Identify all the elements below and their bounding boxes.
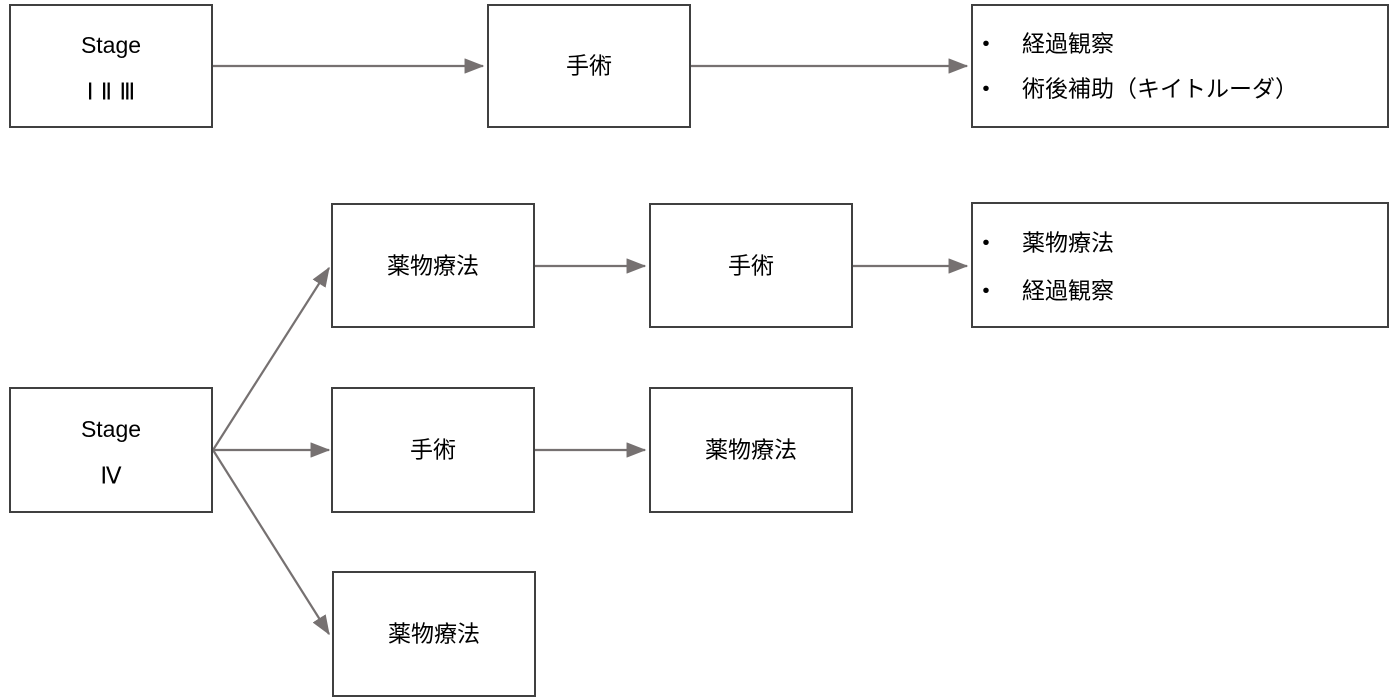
node-surgery-branch-b-label: 手術 — [410, 438, 456, 464]
bullet-icon: • — [980, 233, 991, 255]
node-surgery-branch-b[interactable]: 手術 — [331, 387, 535, 513]
node-surgery-branch-a-label: 手術 — [728, 254, 774, 280]
node-surgery-branch-a[interactable]: 手術 — [649, 203, 853, 328]
node-outcome-branch-a-bullet-2: 経過観察 — [1022, 279, 1114, 305]
node-outcome-branch-a-box — [971, 202, 1389, 328]
bullet-icon: • — [980, 34, 991, 56]
node-surgery-top[interactable]: 手術 — [487, 4, 691, 128]
node-stage-early-box — [9, 4, 213, 128]
edge-stage-four-to-drug-branch-a — [212, 266, 330, 451]
node-outcome-branch-a-bullet-1: 薬物療法 — [1022, 231, 1114, 257]
edge-stage-four-to-drug-branch-c — [212, 449, 330, 636]
node-stage-early-line1: Stage — [81, 32, 141, 58]
node-surgery-top-label: 手術 — [566, 54, 612, 80]
bullet-icon: • — [980, 281, 991, 303]
node-drug-branch-b-box — [649, 387, 853, 513]
node-drug-branch-c[interactable]: 薬物療法 — [332, 571, 536, 697]
node-stage-early[interactable]: Stage Ⅰ Ⅱ Ⅲ — [9, 4, 213, 128]
node-stage-early-line2: Ⅰ Ⅱ Ⅲ — [87, 80, 136, 106]
node-outcome-top-box — [971, 4, 1389, 128]
node-outcome-top-bullet-1: 経過観察 — [1022, 32, 1114, 58]
node-stage-four[interactable]: Stage Ⅳ — [9, 387, 213, 513]
node-outcome-top[interactable]: • 経過観察 • 術後補助（キイトルーダ） — [971, 4, 1389, 128]
node-outcome-top-bullet-2: 術後補助（キイトルーダ） — [1022, 77, 1298, 103]
node-drug-branch-a[interactable]: 薬物療法 — [331, 203, 535, 328]
bullet-icon: • — [980, 79, 991, 101]
node-drug-branch-c-box — [332, 571, 536, 697]
node-surgery-branch-b-box — [331, 387, 535, 513]
node-stage-four-line2: Ⅳ — [100, 464, 122, 490]
node-surgery-branch-a-box — [649, 203, 853, 328]
node-drug-branch-b-label: 薬物療法 — [705, 438, 797, 464]
node-drug-branch-c-label: 薬物療法 — [388, 622, 480, 648]
node-outcome-branch-a[interactable]: • 薬物療法 • 経過観察 — [971, 202, 1389, 328]
node-stage-four-box — [9, 387, 213, 513]
node-drug-branch-a-box — [331, 203, 535, 328]
node-drug-branch-b[interactable]: 薬物療法 — [649, 387, 853, 513]
node-stage-four-line1: Stage — [81, 416, 141, 442]
node-drug-branch-a-label: 薬物療法 — [387, 254, 479, 280]
node-surgery-top-box — [487, 4, 691, 128]
